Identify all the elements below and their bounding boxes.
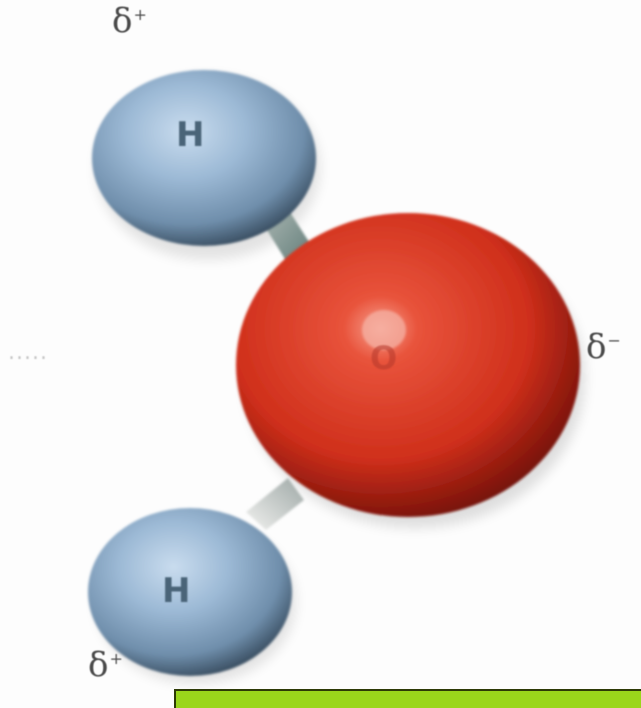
hydrogen-bond-dots: ..... <box>8 340 48 365</box>
caption-bar <box>174 689 641 708</box>
hydrogen-top-label: H <box>176 115 205 155</box>
partial-positive-charge-top: δ+ <box>112 1 147 41</box>
hydrogen-bottom-atom <box>88 508 292 676</box>
oxygen-atom <box>236 213 580 517</box>
hydrogen-bottom-label: H <box>162 571 191 611</box>
partial-positive-charge-bottom: δ+ <box>88 645 123 685</box>
bond-bottom <box>246 478 304 530</box>
oxygen-label: O <box>370 339 398 377</box>
partial-negative-charge-oxygen: δ− <box>586 327 621 367</box>
hydrogen-top-atom <box>92 70 316 246</box>
oxygen-highlight <box>362 310 406 350</box>
